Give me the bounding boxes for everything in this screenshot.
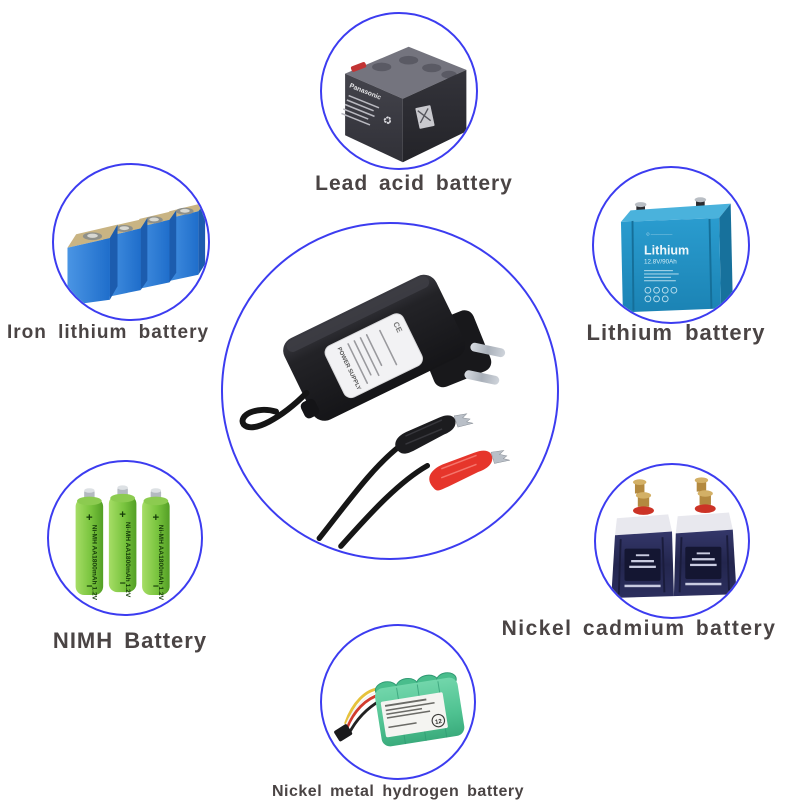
nicd-cell-left <box>611 479 674 598</box>
battery-top-face <box>345 46 467 99</box>
caption-nicd: Nickel cadmium battery <box>501 617 777 640</box>
plug-pin-bottom <box>464 370 500 385</box>
pack-body: 12 <box>374 672 465 747</box>
lead-acid-battery-illustration: Panasonic ♻ <box>341 46 467 163</box>
certification-icons <box>644 286 678 303</box>
red-clip-jaw <box>490 450 510 464</box>
charger-illustration: POWER SUPPLY CE <box>239 274 510 549</box>
box-top-face <box>620 203 731 222</box>
nicd-illustration <box>611 477 737 598</box>
caption-iron-lithium: Iron lithium battery <box>6 322 210 343</box>
adapter-body: POWER SUPPLY CE <box>283 274 466 421</box>
caption-nimh-pack: Nickel metal hydrogen battery <box>271 783 525 800</box>
lithium-battery-photo: ⊙ ─────── Lithium 12.8V/90Ah <box>592 166 750 324</box>
ce-mark: CE <box>391 320 404 334</box>
pack-connector <box>334 724 353 742</box>
adapter-cord <box>239 390 310 431</box>
svg-text:+: + <box>119 509 126 521</box>
svg-text:+: + <box>153 512 160 524</box>
strain-relief <box>300 398 320 419</box>
svg-text:−: − <box>86 581 92 592</box>
battery-front-face <box>345 73 403 163</box>
caption-nimh: NIMH Battery <box>52 628 208 653</box>
box-side-face <box>719 203 733 309</box>
svg-text:−: − <box>120 578 126 589</box>
nimh-pack-illustration: 12 <box>334 672 465 747</box>
print-title: Lithium <box>644 244 689 258</box>
nimh-cells-illustration: + Ni-MH AA1800mAh 1.2V − + Ni-MH AA1800m… <box>75 485 170 601</box>
black-clip-jaw <box>453 413 474 428</box>
fine-print-lines <box>644 270 679 282</box>
svg-text:⊙ ───────: ⊙ ─────── <box>646 231 673 236</box>
battery-charger-photo: POWER SUPPLY CE <box>221 222 559 560</box>
iron-lithium-illustration <box>67 202 206 306</box>
nickel-cadmium-battery-photo <box>594 463 750 619</box>
red-clip-wire <box>338 462 431 549</box>
svg-text:Ni-MH AA1800mAh 1.2V: Ni-MH AA1800mAh 1.2V <box>157 525 164 601</box>
recycle-icon: ♻ <box>380 114 394 129</box>
nickel-metal-hydride-pack-photo: 12 <box>320 624 476 780</box>
print-spec: 12.8V/90Ah <box>644 258 677 265</box>
caption-lithium: Lithium battery <box>586 320 766 345</box>
plug-pin-top <box>470 342 506 358</box>
svg-text:−: − <box>153 581 159 592</box>
svg-text:Ni-MH AA1800mAh 1.2V: Ni-MH AA1800mAh 1.2V <box>124 522 131 598</box>
label-fine-print <box>341 94 380 126</box>
spec-label-lines <box>347 329 398 384</box>
svg-text:+: + <box>86 512 93 524</box>
pack-label-lines <box>384 698 435 729</box>
svg-text:Ni-MH AA1800mAh 1.2V: Ni-MH AA1800mAh 1.2V <box>91 525 98 601</box>
lithium-battery-illustration: ⊙ ─────── Lithium 12.8V/90Ah <box>620 197 733 313</box>
nimh-battery-photo: + Ni-MH AA1800mAh 1.2V − + Ni-MH AA1800m… <box>47 460 203 616</box>
iron-lithium-battery-photo <box>52 163 210 321</box>
box-front-face <box>620 218 722 313</box>
aa-cells: + Ni-MH AA1800mAh 1.2V − + Ni-MH AA1800m… <box>75 485 170 601</box>
spec-label <box>324 313 423 399</box>
black-alligator-clip <box>395 413 474 454</box>
nicd-cell-right <box>673 477 737 597</box>
prismatic-cells <box>67 202 206 306</box>
black-clip-wire <box>316 443 403 542</box>
terminal-cover <box>350 62 367 72</box>
pack-badge: 12 <box>435 718 443 726</box>
red-alligator-clip <box>429 450 510 491</box>
lead-acid-battery-photo: Panasonic ♻ <box>320 12 478 170</box>
caption-lead-acid: Lead acid battery <box>315 172 513 195</box>
battery-side-face <box>402 69 467 163</box>
